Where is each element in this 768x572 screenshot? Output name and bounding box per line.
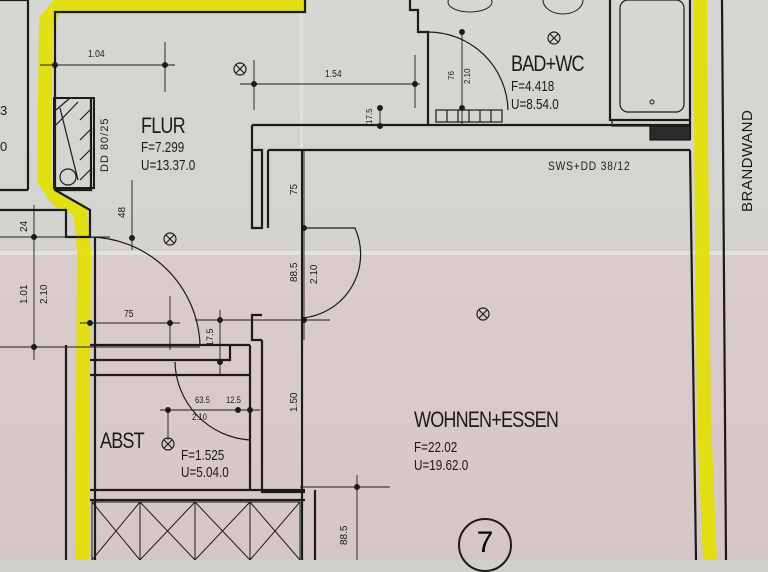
dim-bad-17: 17.5 — [365, 108, 374, 124]
room-name-flur: FLUR — [141, 113, 186, 138]
dim-door-flur: 75 — [124, 309, 134, 320]
room-area-wohnen-essen: F=22.02 — [414, 439, 458, 456]
dim-abst-12: 12.5 — [226, 395, 241, 405]
dim-bad-door-210: 2.10 — [463, 68, 472, 84]
room-name-wohnen-essen: WOHNEN+ESSEN — [414, 407, 559, 432]
room-perimeter-abst: U=5.04.0 — [181, 464, 229, 481]
dim-left-24: 24 — [19, 220, 30, 232]
room-perimeter-bad-wc: U=8.54.0 — [511, 96, 559, 113]
dim-bottom-885: 88.5 — [339, 525, 350, 545]
firewall-label: BRANDWAND — [739, 109, 756, 212]
dim-flur-48: 48 — [117, 206, 128, 218]
bath-hatch — [435, 109, 691, 141]
dimension-lines — [0, 29, 465, 560]
stair-crosses — [91, 501, 301, 560]
door-swings — [89, 31, 509, 441]
paper-background — [0, 0, 768, 560]
room-perimeter-flur: U=13.37.0 — [141, 157, 196, 174]
room-area-flur: F=7.299 — [141, 139, 185, 156]
dim-bad-width: 1.54 — [325, 69, 342, 80]
dim-wall-75: 75 — [289, 183, 300, 195]
room-area-bad-wc: F=4.418 — [511, 78, 555, 95]
shaft-hatch — [53, 97, 95, 189]
dim-door-wohnen-210: 2.10 — [309, 264, 320, 284]
room-perimeter-wohnen-essen: U=19.62.0 — [414, 457, 469, 474]
dim-flur-width: 1.04 — [88, 49, 105, 60]
dim-door-wohnen-885: 88.5 — [289, 262, 300, 282]
dim-abst-635: 63.5 — [195, 395, 210, 405]
bathtub — [619, 0, 685, 113]
shaft-label: DD 80/25 — [99, 117, 111, 172]
apartment-number-badge: 7 — [458, 518, 512, 572]
room-area-abst: F=1.525 — [181, 447, 225, 464]
room-name-abst: ABST — [100, 428, 145, 453]
dim-corridor-150: 1.50 — [289, 392, 300, 412]
dim-left-101: 1.01 — [19, 284, 30, 304]
lintel-note: SWS+DD 38/12 — [548, 159, 631, 173]
dim-bad-door-76: 76 — [447, 71, 456, 80]
drain — [649, 99, 655, 105]
dim-abst-17: 17.5 — [205, 328, 215, 346]
washbasin — [447, 0, 493, 13]
paper-fold-horizontal — [0, 251, 768, 255]
toilet — [542, 0, 584, 15]
plan-drawing — [0, 0, 728, 560]
room-name-bad-wc: BAD+WC — [511, 51, 585, 76]
highlight-marker — [36, 0, 717, 560]
dim-left-edge-a: 3 — [0, 103, 8, 118]
dim-left-210: 2.10 — [39, 284, 50, 304]
dim-left-edge-b: 0 — [0, 139, 8, 154]
light-icons — [161, 31, 561, 451]
dim-abst-210: 2.10 — [192, 412, 207, 422]
